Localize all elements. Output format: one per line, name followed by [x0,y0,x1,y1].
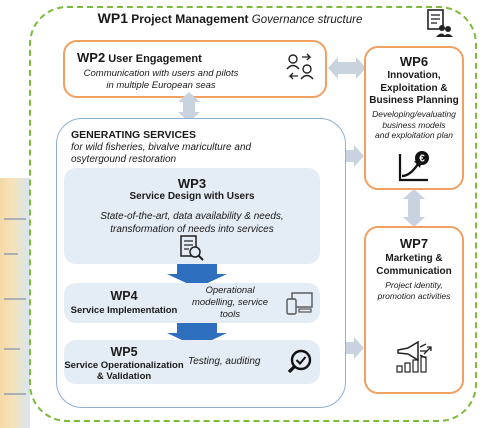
wp6-box: WP6 Innovation, Exploitation & Business … [364,46,464,190]
wp5-box: WP5 Service Operationalization & Validat… [64,340,320,384]
wp2-desc-line2: in multiple European seas [106,80,216,91]
wp7-title-line1: Marketing & [385,253,443,264]
wp5-title-line1: Service Operationalization [64,360,184,371]
wp5-title-line2: & Validation [96,371,152,382]
document-team-icon [427,9,453,37]
wp7-desc-line2: promotion activities [377,290,451,301]
wp5-id: WP5 [110,345,138,359]
wp1-header: WP1 Project Management Governance struct… [40,10,420,26]
wp1-id: WP1 [97,10,128,26]
magnifier-check-icon [287,349,312,374]
arrow-wp3-wp4 [167,264,227,288]
wp2-desc-line1: Communication with users and pilots [83,68,239,79]
arrow-wp4-wp5 [167,323,227,347]
wp2-box: WP2 User Engagement Communication with u… [63,40,327,98]
wp6-id: WP6 [399,54,429,69]
megaphone-chart-icon [396,340,432,373]
connector-wp2-wp6 [328,57,366,79]
wp4-title: Service Implementation [70,305,178,316]
generating-services-title: GENERATING SERVICES [71,129,197,141]
wp6-desc-line2: business models [382,119,446,130]
wp4-desc-line1: Operational [205,285,255,296]
wp6-title-line1: Innovation, [387,70,441,81]
governance-boundary [29,6,477,422]
wp4-box: WP4 Service Implementation Operational m… [64,283,320,323]
wp7-title-line2: Communication [376,265,452,277]
wp5-desc: Testing, auditing [188,356,261,367]
wp4-id: WP4 [110,289,138,303]
connector-wp6-wp7 [403,189,425,227]
wp1-subtitle: Governance structure [251,14,363,26]
generating-desc-line1: for wild fisheries, bivalve mariculture … [71,142,252,153]
document-search-icon [180,235,204,261]
wp3-id: WP3 [177,176,207,191]
wp3-box: WP3 Service Design with Users State-of-t… [64,168,320,264]
wp6-desc-line3: and exploitation plan [375,130,453,140]
wp4-desc-line3: tools [219,309,241,320]
users-exchange-icon [286,53,314,80]
wp4-desc-line2: modelling, service [191,297,269,308]
wp7-desc-line1: Project identity, [385,280,443,290]
background-map [0,178,30,428]
wp3-desc-line2: transformation of needs into services [110,224,274,235]
generating-desc-line2: osytergound restoration [71,154,177,165]
wp3-desc-line1: State-of-the-art, data availability & ne… [100,211,284,222]
euro-growth-icon: € [398,151,429,182]
wp6-desc-line1: Developing/evaluating [372,109,456,119]
wp6-title-line3: Business Planning [369,95,459,106]
wp1-title: Project Management [131,12,249,26]
wp7-box: WP7 Marketing & Communication Project id… [364,226,464,394]
wp7-id: WP7 [399,236,429,251]
wp2-title: User Engagement [108,53,202,65]
wp2-id: WP2 [77,50,106,65]
wp6-title-line2: Exploitation & [380,82,448,94]
connector-wp2-services [178,92,200,122]
devices-icon [286,292,313,315]
svg-text:€: € [419,154,425,165]
wp3-title: Service Design with Users [129,191,255,202]
